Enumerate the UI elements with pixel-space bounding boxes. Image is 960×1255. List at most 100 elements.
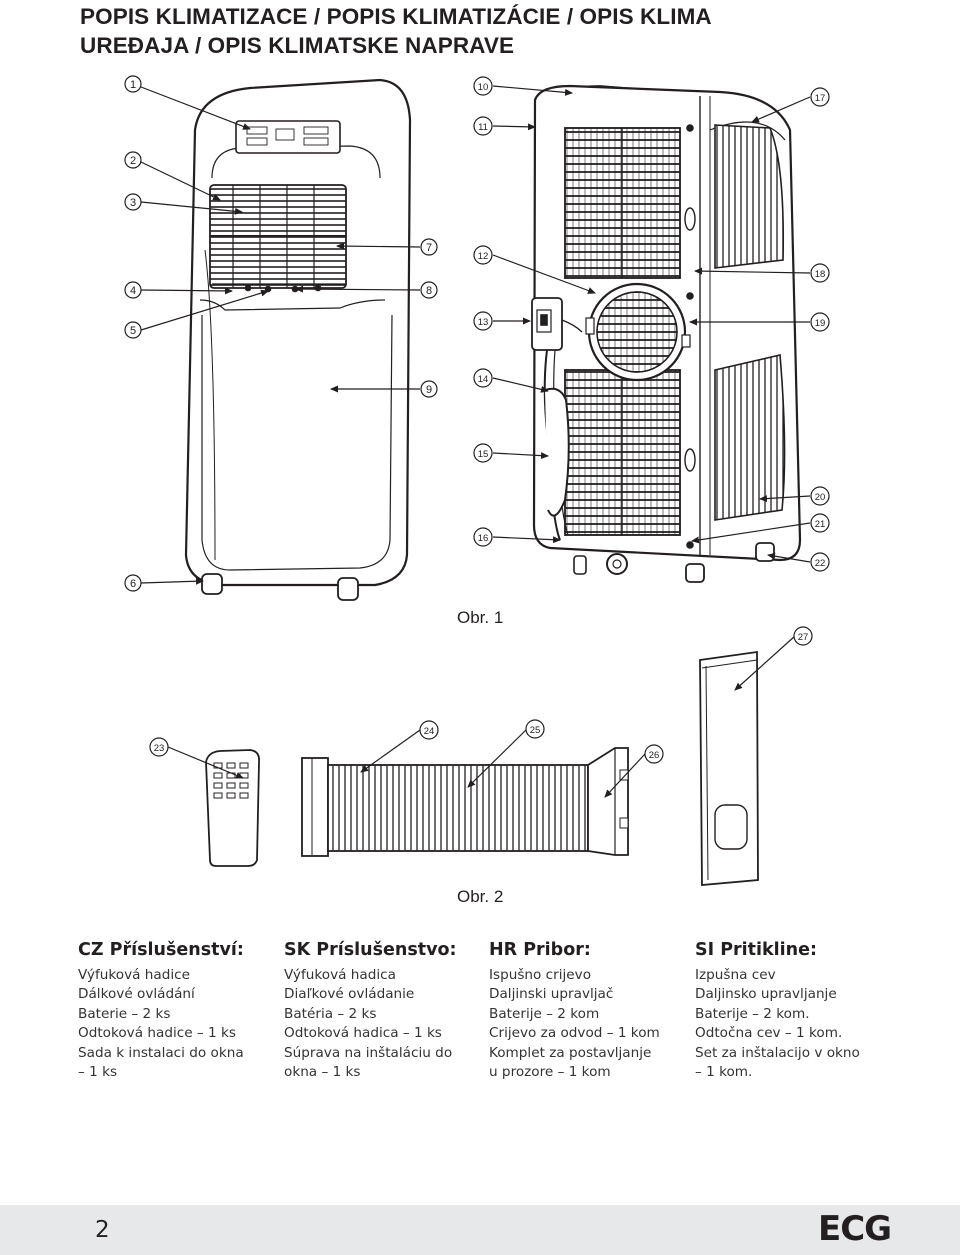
callout-13: 13	[473, 311, 493, 331]
svg-text:11: 11	[478, 122, 488, 133]
list-item: Daljinski upravljač	[489, 986, 614, 1003]
svg-text:18: 18	[815, 269, 826, 280]
svg-text:16: 16	[478, 533, 489, 544]
page-title-line-2: UREĐAJA / OPIS KLIMATSKE NAPRAVE	[80, 33, 515, 58]
callout-20: 20	[810, 486, 830, 506]
list-item: Diaľkové ovládanie	[284, 986, 415, 1003]
svg-text:25: 25	[530, 725, 541, 736]
accessories-hr-list: Ispušno crijevo Daljinski upravljač Bate…	[489, 966, 679, 1082]
window-kit-drawing	[699, 650, 759, 886]
svg-text:6: 6	[130, 578, 136, 590]
rear-unit-drawing	[531, 84, 802, 583]
accessories-hr-heading: HR Pribor:	[489, 940, 591, 960]
list-item: Komplet za postavljanje	[489, 1044, 652, 1061]
svg-text:13: 13	[478, 317, 489, 328]
list-item: – 1 ks	[78, 1064, 118, 1081]
callout-leaders	[140, 85, 811, 798]
callout-7: 7	[420, 238, 438, 256]
callout-23: 23	[149, 737, 169, 757]
front-unit-drawing	[184, 78, 412, 601]
list-item: Dálkové ovládání	[78, 986, 195, 1003]
callout-21: 21	[810, 513, 830, 533]
list-item: Odtoková hadica – 1 ks	[284, 1025, 442, 1042]
svg-text:20: 20	[815, 492, 826, 503]
brand-logo: ECG	[818, 1209, 892, 1249]
callout-18: 18	[810, 263, 830, 283]
page-title-line-1: POPIS KLIMATIZACE / POPIS KLIMATIZÁCIE /…	[80, 4, 712, 29]
svg-text:22: 22	[815, 558, 826, 569]
callout-10: 10	[473, 76, 493, 96]
accessories-sk: SK Príslušenstvo: Výfuková hadica Diaľko…	[284, 940, 474, 1082]
svg-text:1: 1	[130, 79, 136, 91]
footer-bar	[0, 1205, 960, 1255]
list-item: Súprava na inštaláciu do	[284, 1044, 453, 1061]
svg-text:23: 23	[154, 743, 165, 754]
svg-text:2: 2	[130, 155, 136, 167]
exhaust-hose-drawing	[301, 747, 629, 857]
page-title: POPIS KLIMATIZACE / POPIS KLIMATIZÁCIE /…	[80, 2, 900, 60]
svg-text:26: 26	[649, 750, 660, 761]
callout-9: 9	[420, 380, 438, 398]
svg-text:15: 15	[478, 449, 489, 460]
callout-1: 1	[124, 75, 142, 93]
list-item: Izpušna cev	[695, 967, 776, 983]
callout-3: 3	[124, 193, 142, 211]
callout-17: 17	[810, 87, 830, 107]
remote-control-drawing	[205, 749, 260, 867]
callout-25: 25	[525, 719, 545, 739]
callout-16: 16	[473, 527, 493, 547]
svg-text:5: 5	[130, 325, 136, 337]
figure-2-label: Obr. 2	[457, 887, 504, 906]
svg-text:24: 24	[424, 726, 435, 737]
list-item: Výfuková hadica	[284, 967, 396, 983]
callout-26: 26	[644, 744, 664, 764]
list-item: Crijevo za odvod – 1 kom	[489, 1025, 660, 1042]
callout-badges: 1 2 3 4 5 6 7 8 9 10 11 12 13 14 15 16 1…	[124, 75, 830, 764]
svg-text:10: 10	[478, 82, 489, 93]
list-item: Výfuková hadice	[78, 967, 190, 983]
accessories-sk-list: Výfuková hadica Diaľkové ovládanie Batér…	[284, 966, 474, 1082]
svg-text:27: 27	[798, 632, 809, 643]
svg-text:7: 7	[426, 242, 432, 254]
callout-4: 4	[124, 281, 142, 299]
list-item: Ispušno crijevo	[489, 967, 592, 983]
accessories-hr: HR Pribor: Ispušno crijevo Daljinski upr…	[489, 940, 679, 1082]
svg-text:9: 9	[426, 384, 432, 396]
accessories-si-heading: SI Pritikline:	[695, 940, 817, 960]
svg-text:21: 21	[815, 519, 826, 530]
callout-19: 19	[810, 312, 830, 332]
list-item: okna – 1 ks	[284, 1064, 361, 1081]
list-item: Baterie – 2 ks	[78, 1005, 171, 1022]
list-item: – 1 kom.	[695, 1064, 753, 1081]
accessories-cz-list: Výfuková hadice Dálkové ovládání Baterie…	[78, 966, 268, 1082]
callout-24: 24	[419, 720, 439, 740]
svg-text:8: 8	[426, 285, 432, 297]
callout-2: 2	[124, 151, 142, 169]
callout-27: 27	[793, 626, 813, 646]
svg-text:14: 14	[478, 374, 489, 385]
list-item: Odtočna cev – 1 kom.	[695, 1025, 843, 1042]
list-item: Odtoková hadice – 1 ks	[78, 1025, 236, 1042]
svg-text:12: 12	[478, 251, 489, 262]
accessories-sk-heading: SK Príslušenstvo:	[284, 940, 457, 960]
callout-5: 5	[124, 321, 142, 339]
list-item: Daljinsko upravljanje	[695, 986, 837, 1003]
svg-text:19: 19	[815, 318, 826, 329]
callout-22: 22	[810, 552, 830, 572]
svg-text:3: 3	[130, 197, 136, 209]
svg-text:4: 4	[130, 285, 136, 297]
callout-8: 8	[420, 281, 438, 299]
accessories-cz: CZ Příslušenství: Výfuková hadice Dálkov…	[78, 940, 268, 1082]
callout-12: 12	[473, 245, 493, 265]
list-item: Baterije – 2 kom.	[695, 1005, 810, 1022]
callout-14: 14	[473, 368, 493, 388]
page-number: 2	[95, 1217, 110, 1243]
list-item: Batéria – 2 ks	[284, 1005, 377, 1022]
accessories-si: SI Pritikline: Izpušna cev Daljinsko upr…	[695, 940, 885, 1082]
callout-6: 6	[124, 574, 142, 592]
list-item: Sada k instalaci do okna	[78, 1044, 244, 1061]
list-item: u prozore – 1 kom	[489, 1064, 611, 1081]
accessories-si-list: Izpušna cev Daljinsko upravljanje Bateri…	[695, 966, 885, 1082]
list-item: Set za inštalacijo v okno	[695, 1044, 860, 1061]
